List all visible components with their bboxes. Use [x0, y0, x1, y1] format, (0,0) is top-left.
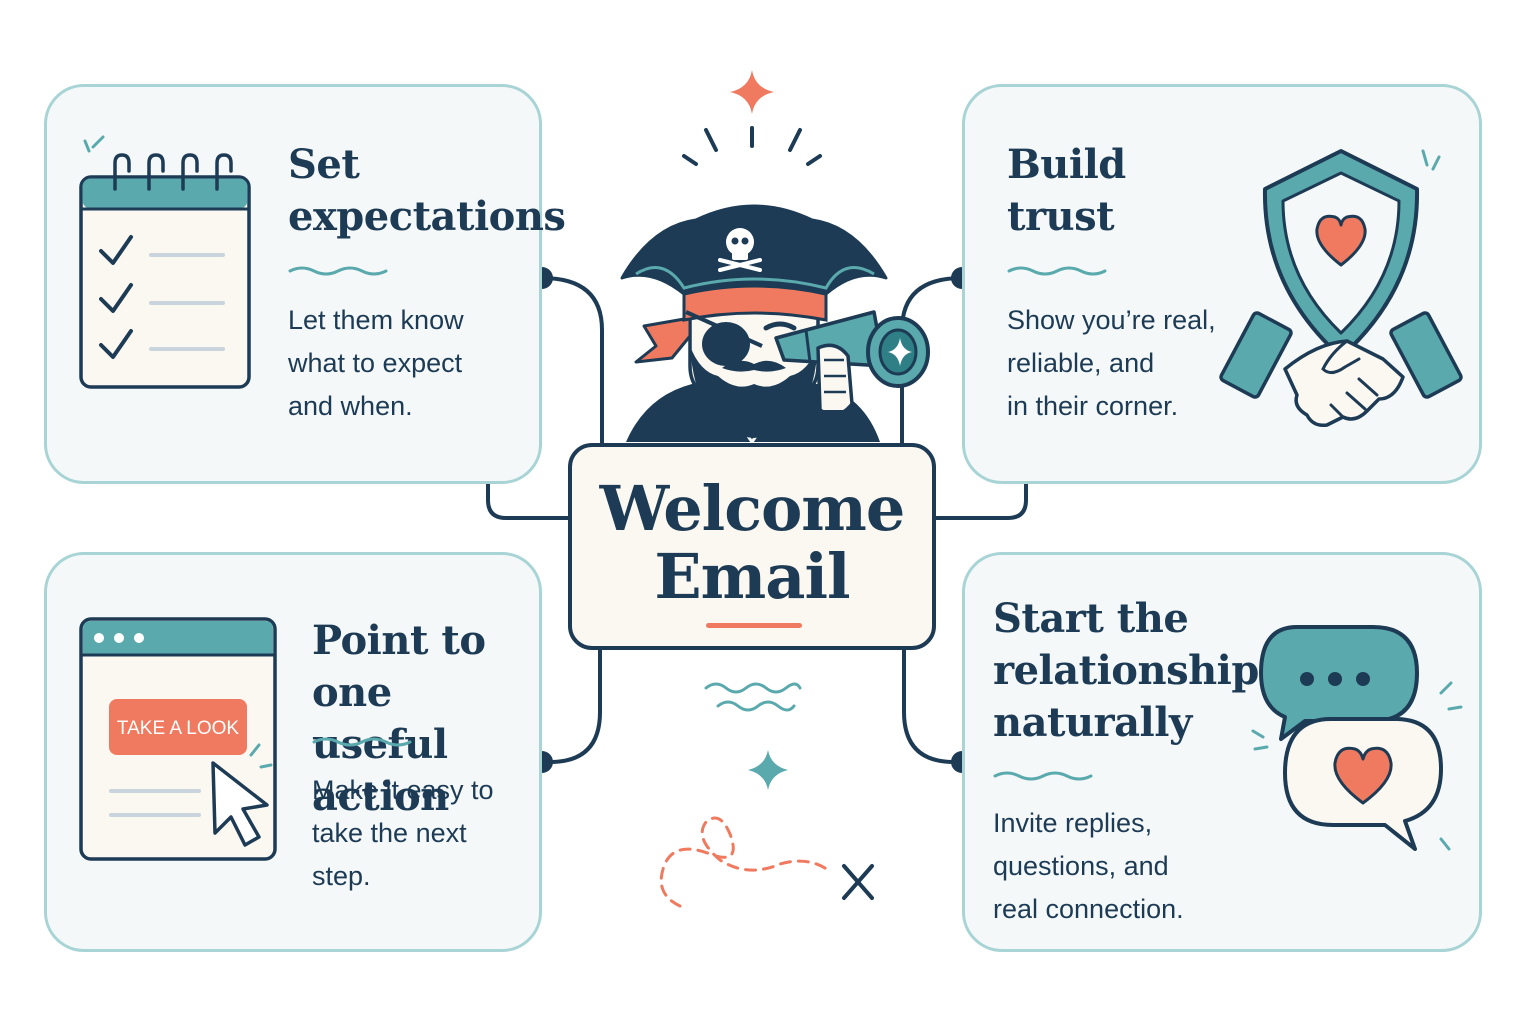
card-title: Set expectations [288, 141, 566, 240]
center-title-box: Welcome Email [568, 443, 936, 650]
center-title: Welcome Email [599, 472, 906, 613]
card-description: Make it easy to take the next step. [312, 775, 494, 891]
wave-divider [312, 737, 412, 747]
title-underline [706, 623, 802, 628]
browser-cta-icon: TAKE A LOOK [79, 617, 277, 861]
teal-sparkle-icon [748, 750, 788, 790]
calendar-checklist-icon [79, 135, 251, 389]
card-description: Show you’re real, reliable, and in their… [1007, 305, 1216, 421]
card-title: Start the relationship naturally [993, 595, 1259, 746]
card-title: Build trust [1007, 141, 1126, 240]
cta-button-label: TAKE A LOOK [117, 718, 239, 739]
sparkle-star-icon [730, 70, 774, 114]
card-description: Invite replies, questions, and real conn… [993, 808, 1184, 924]
wave-divider [1007, 266, 1107, 276]
wave-divider [993, 771, 1093, 781]
card-title: Point to one useful action [312, 617, 486, 820]
card-description: Let them know what to expect and when. [288, 305, 464, 421]
wave-divider [288, 266, 388, 276]
card-build-trust: Build trust Show you’re real, reliable, … [962, 84, 1482, 484]
card-set-expectations: Set expectations Let them know what to e… [44, 84, 566, 484]
pirate-mascot-icon [620, 204, 930, 445]
treasure-map-path-icon [659, 816, 874, 908]
spyglass-burst-icon [682, 126, 822, 166]
sea-waves-icon [704, 682, 802, 712]
card-point-to-action: TAKE A LOOK Point to one useful action M… [44, 552, 542, 952]
chat-bubbles-icon [1251, 625, 1463, 851]
card-start-relationship: Start the relationship naturally Invite … [962, 552, 1482, 952]
shield-handshake-icon [1219, 149, 1463, 428]
